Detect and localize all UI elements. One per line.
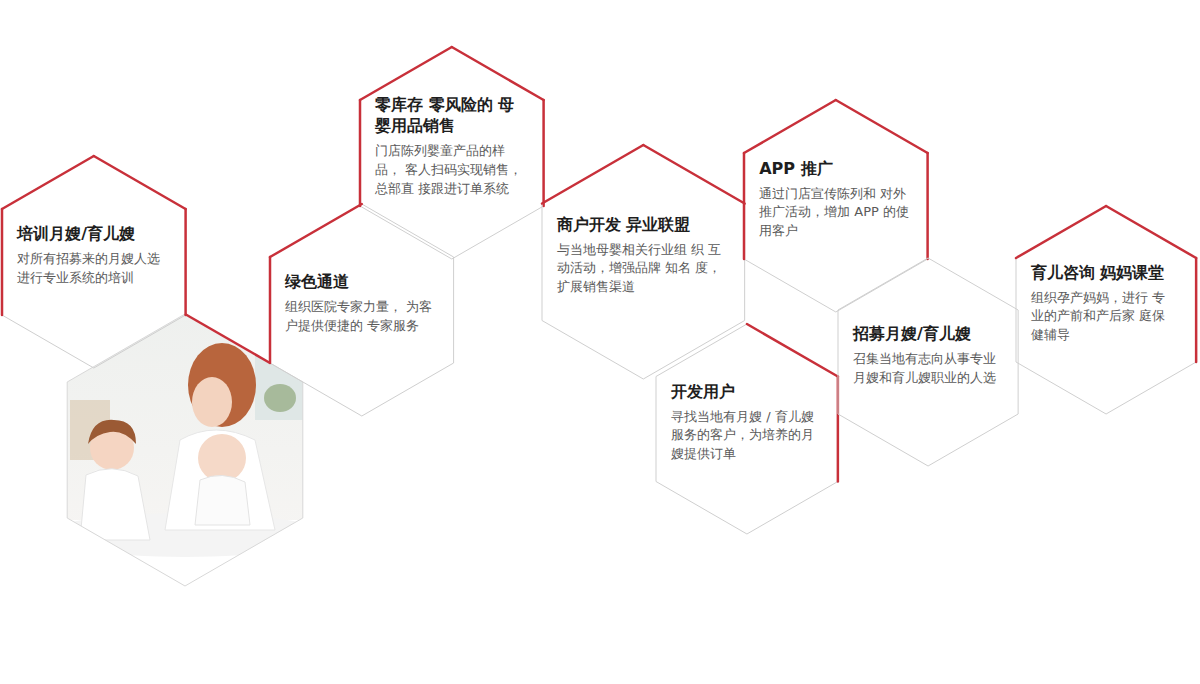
accent-edge [1, 209, 4, 315]
node-heading: 招募月嫂/育儿嫂 [853, 324, 1003, 345]
accent-edge [743, 153, 746, 259]
hexagon-node: 育儿咨询 妈妈课堂组织孕产妈妈，进行 专 业的产前和产后家 庭保 健辅导 [1016, 206, 1196, 414]
node-heading: 商户开发 异业联盟 [557, 215, 730, 236]
hexagon-border [838, 258, 1018, 466]
hexagon-border [270, 204, 454, 416]
accent-edge [836, 100, 928, 153]
accent-edge [927, 153, 930, 259]
accent-edge [270, 204, 362, 257]
hexagon-border [656, 324, 838, 534]
node-body: 与当地母婴相关行业组 织 互动活动，增强品牌 知名 度，扩展销售渠道 [557, 241, 730, 298]
node-heading: APP 推广 [759, 159, 913, 180]
hexagon-node: 零库存 零风险的 母婴用品销售门店陈列婴童产品的样品， 客人扫码实现销售，总部直… [360, 47, 544, 259]
hexagon-node: 招募月嫂/育儿嫂召集当地有志向从事专业 月嫂和育儿嫂职业的人选 [838, 258, 1018, 466]
hexagon-node: 商户开发 异业联盟与当地母婴相关行业组 织 互动活动，增强品牌 知名 度，扩展销… [542, 145, 745, 379]
accent-edge [744, 100, 836, 153]
node-body: 对所有招募来的月嫂人选 进行专业系统的培训 [17, 250, 171, 288]
hexagon-text: 零库存 零风险的 母婴用品销售门店陈列婴童产品的样品， 客人扫码实现销售，总部直… [375, 95, 529, 198]
accent-edge [269, 257, 272, 363]
node-body: 通过门店宣传陈列和 对外 推广活动，增加 APP 的使 用客户 [759, 185, 913, 242]
accent-edge [747, 324, 838, 377]
node-heading: 开发用户 [671, 382, 823, 403]
hexagon-text: 商户开发 异业联盟与当地母婴相关行业组 织 互动活动，增强品牌 知名 度，扩展销… [557, 215, 730, 297]
accent-edge [359, 100, 362, 206]
node-body: 组织医院专家力量， 为客 户提供便捷的 专家服务 [285, 298, 439, 336]
hexagon-text: APP 推广通过门店宣传陈列和 对外 推广活动，增加 APP 的使 用客户 [759, 159, 913, 241]
hexagon-node: 培训月嫂/育儿嫂对所有招募来的月嫂人选 进行专业系统的培训 [2, 156, 186, 368]
accent-edge [360, 47, 452, 100]
node-body: 召集当地有志向从事专业 月嫂和育儿嫂职业的人选 [853, 350, 1003, 388]
node-heading: 育儿咨询 妈妈课堂 [1031, 263, 1181, 284]
accent-edge [94, 156, 186, 209]
hexagon-border [360, 47, 544, 259]
hexagon-text: 绿色通道组织医院专家力量， 为客 户提供便捷的 专家服务 [285, 272, 439, 335]
accent-edge [643, 145, 744, 204]
node-body: 组织孕产妈妈，进行 专 业的产前和产后家 庭保 健辅导 [1031, 289, 1181, 346]
accent-edge [185, 209, 188, 315]
node-heading: 绿色通道 [285, 272, 439, 293]
hexagon-text: 开发用户寻找当地有月嫂 / 育儿嫂 服务的客户，为培养的月 嫂提供订单 [671, 382, 823, 464]
hexagon-text: 育儿咨询 妈妈课堂组织孕产妈妈，进行 专 业的产前和产后家 庭保 健辅导 [1031, 263, 1181, 345]
hexagon-node: 绿色通道组织医院专家力量， 为客 户提供便捷的 专家服务 [270, 204, 454, 416]
accent-edge [1016, 206, 1106, 258]
node-heading: 零库存 零风险的 母婴用品销售 [375, 95, 529, 137]
hexagon-text: 培训月嫂/育儿嫂对所有招募来的月嫂人选 进行专业系统的培训 [17, 224, 171, 287]
accent-edge [452, 47, 544, 100]
hexagon-border [2, 156, 186, 368]
accent-edge [542, 145, 643, 204]
accent-edge [1195, 258, 1198, 362]
hexagon-border [542, 145, 745, 379]
node-heading: 培训月嫂/育儿嫂 [17, 224, 171, 245]
node-body: 寻找当地有月嫂 / 育儿嫂 服务的客户，为培养的月 嫂提供订单 [671, 408, 823, 465]
hexagon-node: 开发用户寻找当地有月嫂 / 育儿嫂 服务的客户，为培养的月 嫂提供订单 [656, 324, 838, 534]
hexagon-text: 招募月嫂/育儿嫂召集当地有志向从事专业 月嫂和育儿嫂职业的人选 [853, 324, 1003, 387]
hexagon-border [744, 100, 928, 312]
photo [45, 310, 325, 590]
node-body: 门店陈列婴童产品的样品， 客人扫码实现销售，总部直 接跟进订单系统 [375, 142, 529, 199]
accent-edge [2, 156, 94, 209]
hexagon-node: APP 推广通过门店宣传陈列和 对外 推广活动，增加 APP 的使 用客户 [744, 100, 928, 312]
hexagon-border [1016, 206, 1196, 414]
accent-edge [543, 100, 546, 206]
accent-edge [1106, 206, 1196, 258]
